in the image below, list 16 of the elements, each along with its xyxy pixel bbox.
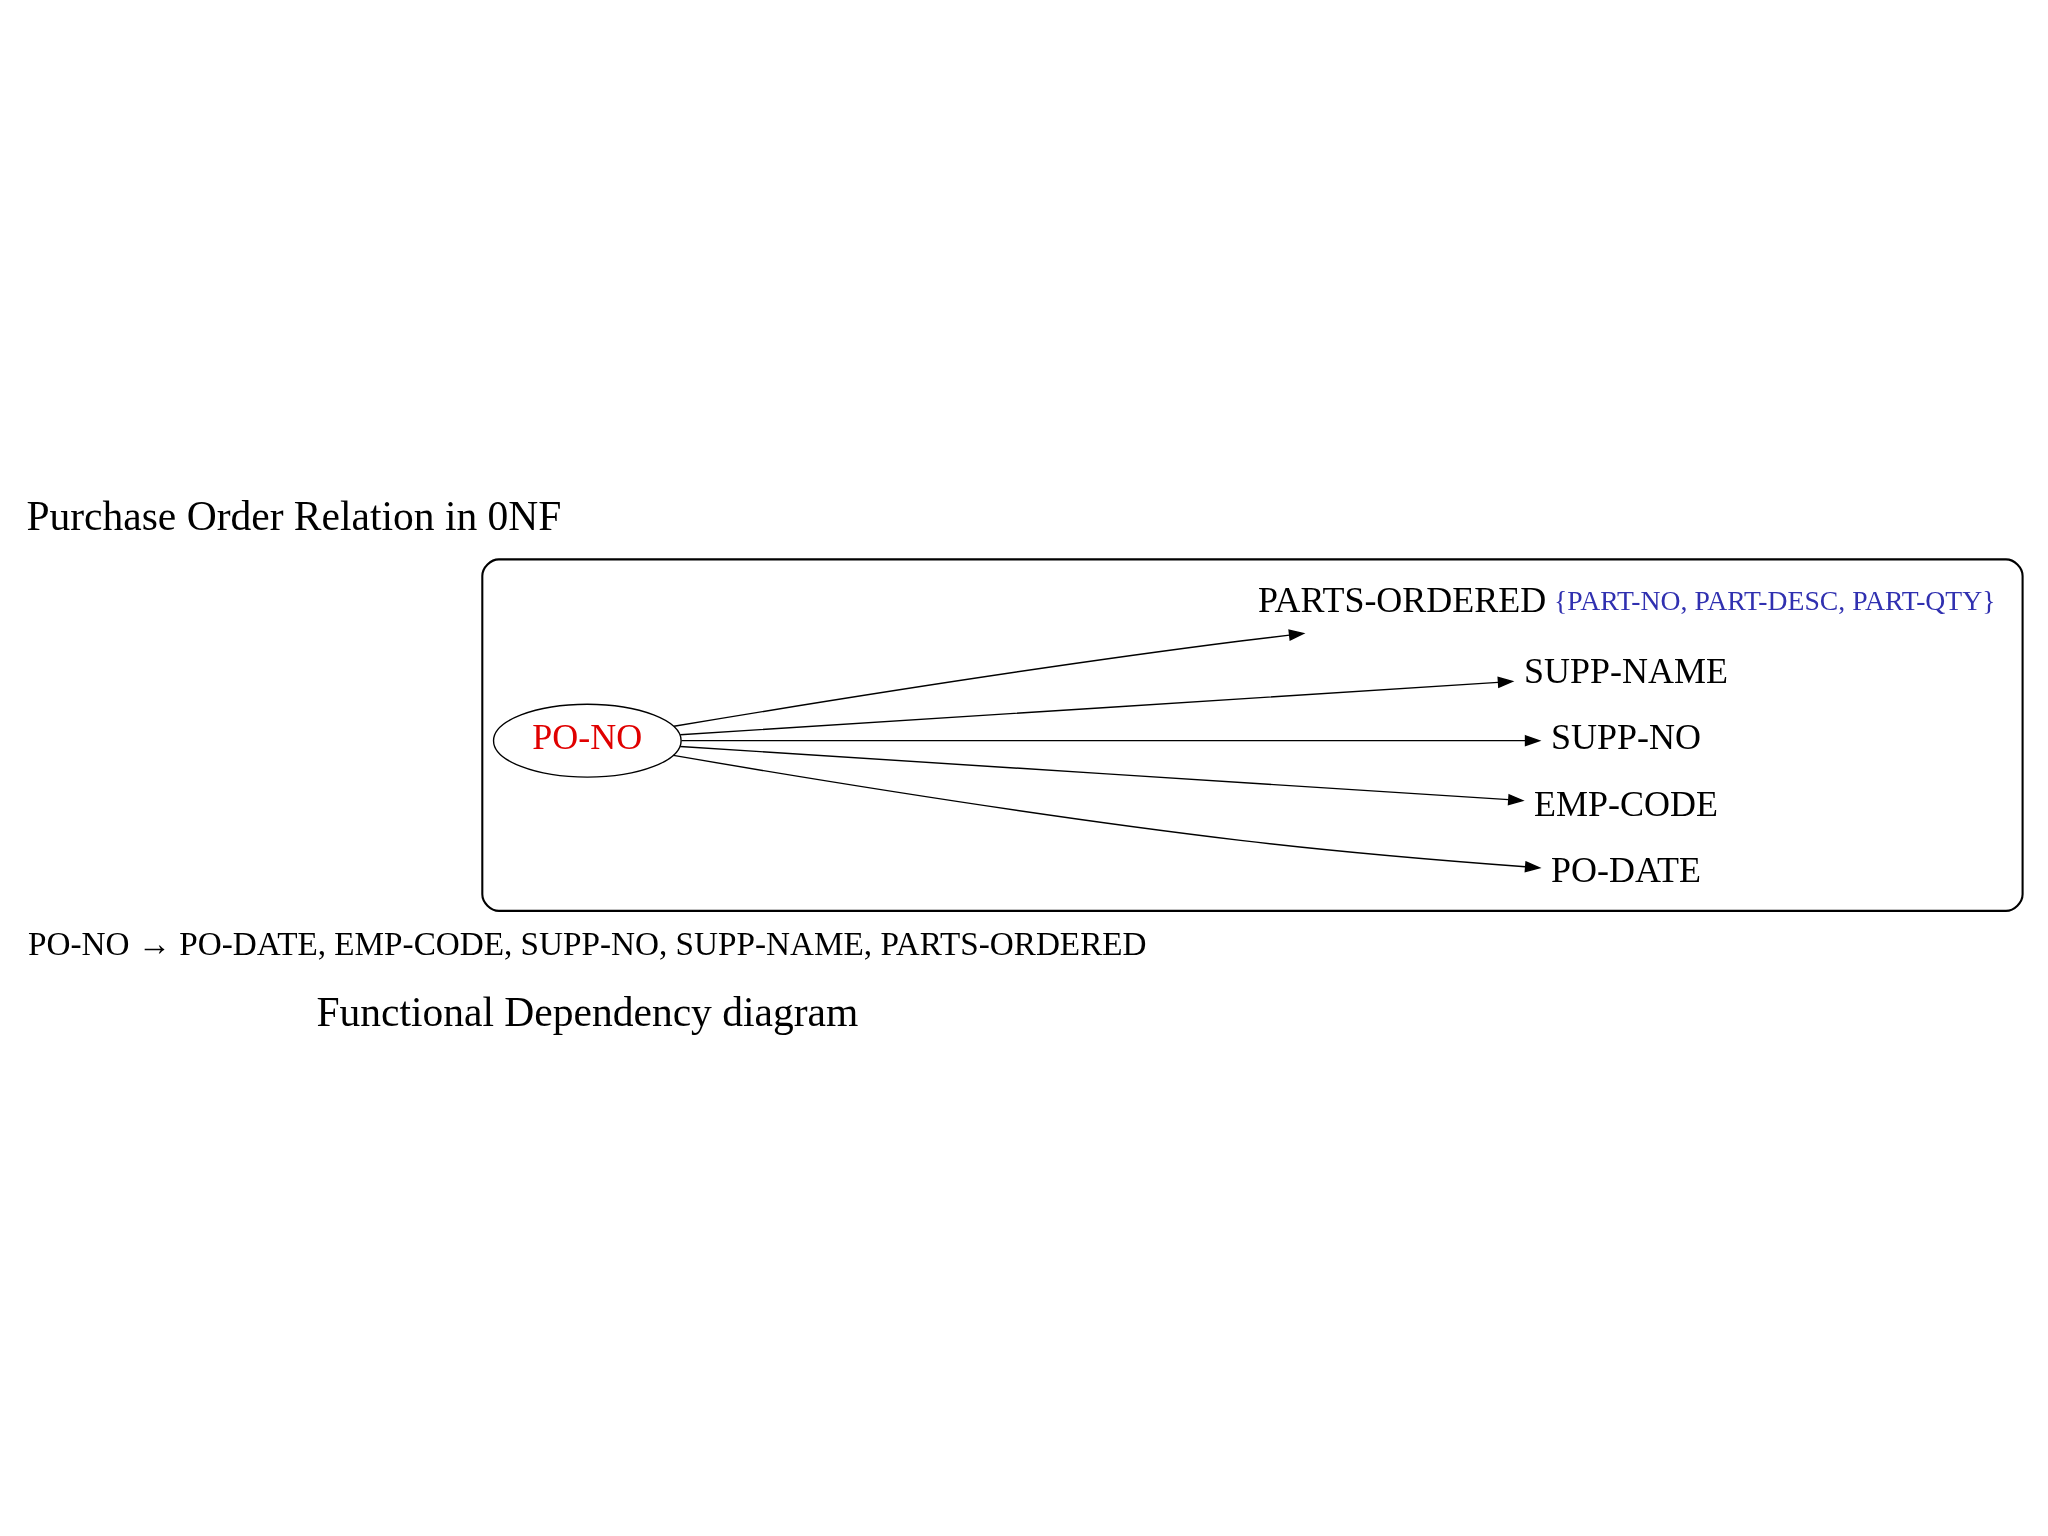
label: PO-NO → PO-DATE, EMP-CODE, SUPP-NO, SUPP-NAME, PARTS-ORDERED (28, 925, 1147, 963)
label: Functional Dependency diagram (316, 989, 859, 1036)
arrow (680, 734, 1542, 747)
node-text: EMP-CODE (1534, 783, 1718, 824)
node-label: {PART-NO, PART-DESC, PART-QTY} (1554, 584, 1996, 616)
node-text: SUPP-NO (1551, 717, 1702, 758)
diagram-title: Purchase Order Relation in 0NF (26, 493, 562, 540)
node-ellipse: PO-NO (492, 703, 682, 778)
arrow (673, 629, 1306, 727)
arrow (679, 745, 1525, 806)
node-text: PO-DATE (1551, 850, 1701, 891)
cluster (481, 558, 2024, 912)
arrow (672, 754, 1542, 873)
arrow (679, 676, 1515, 736)
node-text: PARTS-ORDERED (1257, 579, 1547, 620)
node-text: SUPP-NAME (1524, 650, 1728, 691)
